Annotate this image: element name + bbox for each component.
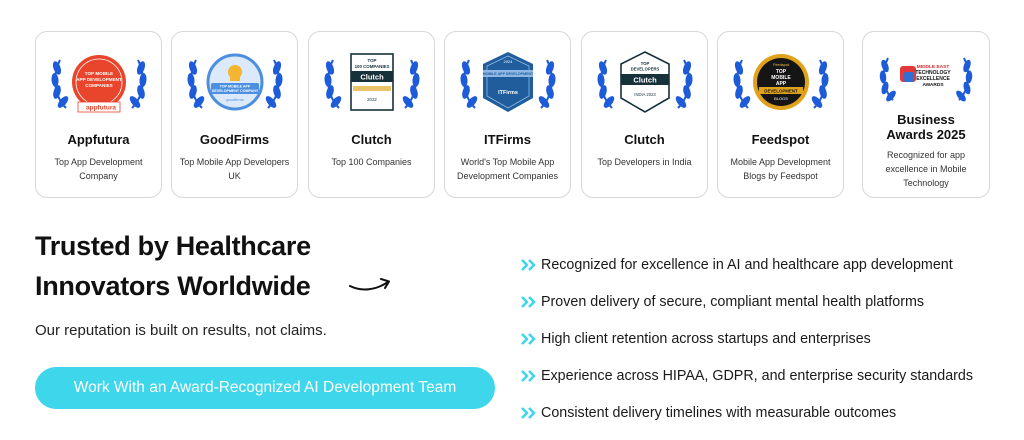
award-card-itfirms: 2024 MOBILE APP DEVELOPMENT ITFirms ITFi… [444,31,571,198]
itfirms-badge-icon: 2024 MOBILE APP DEVELOPMENT ITFirms [453,46,563,124]
svg-text:2022: 2022 [367,97,377,102]
svg-text:APP: APP [775,81,786,87]
award-card-business-awards: MIDDLE EAST TECHNOLOGY EXCELLENCE AWARDS… [862,31,990,198]
award-name: Clutch [624,132,665,147]
svg-text:DEVELOPMENT COMPANY: DEVELOPMENT COMPANY [211,89,258,93]
svg-text:TOP MOBILE APP: TOP MOBILE APP [219,85,250,89]
svg-text:TOP: TOP [640,61,649,66]
list-item-text: Recognized for excellence in AI and heal… [541,256,953,273]
svg-text:Clutch: Clutch [633,76,657,85]
list-item-text: Proven delivery of secure, compliant men… [541,293,925,310]
cta-button[interactable]: Work With an Award-Recognized AI Develop… [35,367,495,409]
svg-text:APP DEVELOPMENT: APP DEVELOPMENT [76,77,122,82]
list-item: Experience across HIPAA, GDPR, and enter… [520,357,1000,394]
svg-text:ITFirms: ITFirms [498,90,518,96]
award-name: Feedspot [751,132,810,147]
award-description: Top Developers in India [597,157,692,167]
awards-row: TOP MOBILE APP DEVELOPMENT COMPANIES app… [35,31,990,198]
award-description: Top 100 Companies [331,157,412,167]
award-name: Clutch [351,132,392,147]
award-description: Top Mobile App Developers UK [179,157,290,181]
award-name: Appfutura [67,132,130,147]
award-description: Top App Development Company [54,157,143,181]
svg-text:appfutura: appfutura [86,105,116,112]
double-chevron-right-icon [521,295,536,308]
goodfirms-badge-icon: TOP MOBILE APP DEVELOPMENT COMPANY goodf… [180,46,290,124]
tagline: Our reputation is built on results, not … [35,322,327,339]
highlights-list: Recognized for excellence in AI and heal… [520,246,1000,431]
list-item: Proven delivery of secure, compliant men… [520,283,1000,320]
curved-arrow-right-icon [349,278,390,291]
svg-text:TOP: TOP [367,58,376,63]
double-chevron-right-icon [521,369,536,382]
award-card-appfutura: TOP MOBILE APP DEVELOPMENT COMPANIES app… [35,31,162,198]
list-item-text: High client retention across startups an… [541,330,871,347]
svg-text:MOBILE: MOBILE [771,75,791,81]
svg-text:DEVELOPMENT: DEVELOPMENT [764,89,798,94]
feedspot-badge-icon: Feedspot TOP MOBILE APP DEVELOPMENT BLOG… [726,46,836,124]
svg-text:MOBILE APP DEVELOPMENT: MOBILE APP DEVELOPMENT [482,72,533,76]
svg-text:TOP: TOP [775,69,786,75]
svg-text:EXCELLENCE: EXCELLENCE [916,76,950,82]
mea-awards-badge-icon: MIDDLE EAST TECHNOLOGY EXCELLENCE AWARDS [871,44,981,108]
award-card-clutch-top100: TOP 100 COMPANIES Clutch 2022 Clutch Top… [308,31,435,198]
award-description: Recognized for app excellence in Mobile … [885,150,967,188]
svg-text:Feedspot: Feedspot [773,63,790,67]
list-item-text: Experience across HIPAA, GDPR, and enter… [541,367,974,384]
award-card-clutch-india: TOP DEVELOPERS Clutch INDIA 2023 Clutch … [581,31,708,198]
clutch-india-badge-icon: TOP DEVELOPERS Clutch INDIA 2023 [590,46,700,124]
award-description: World's Top Mobile App Development Compa… [456,157,559,181]
svg-text:COMPANIES: COMPANIES [85,83,112,88]
double-chevron-right-icon [521,406,536,419]
svg-text:AWARDS: AWARDS [922,82,944,88]
double-chevron-right-icon [521,258,536,271]
svg-text:100 COMPANIES: 100 COMPANIES [354,64,389,69]
svg-text:INDIA 2023: INDIA 2023 [634,92,656,97]
list-item: High client retention across startups an… [520,320,1000,357]
svg-text:2024: 2024 [503,59,513,64]
clutch-badge-icon: TOP 100 COMPANIES Clutch 2022 [317,46,427,124]
svg-text:BLOGS: BLOGS [774,96,788,101]
award-name: ITFirms [484,132,531,147]
svg-text:Clutch: Clutch [360,73,384,82]
svg-text:goodfirms: goodfirms [226,97,244,102]
award-name: GoodFirms [199,132,270,147]
award-card-feedspot: Feedspot TOP MOBILE APP DEVELOPMENT BLOG… [717,31,844,198]
svg-text:TECHNOLOGY: TECHNOLOGY [915,70,951,76]
svg-text:MIDDLE EAST: MIDDLE EAST [917,64,950,70]
appfutura-badge-icon: TOP MOBILE APP DEVELOPMENT COMPANIES app… [44,46,154,124]
list-item: Recognized for excellence in AI and heal… [520,246,1000,283]
list-item: Consistent delivery timelines with measu… [520,394,1000,431]
double-chevron-right-icon [521,332,536,345]
list-item-text: Consistent delivery timelines with measu… [541,404,897,421]
headline-line-1: Trusted by Healthcare [35,231,311,261]
svg-text:DEVELOPERS: DEVELOPERS [630,67,659,72]
award-name: Business Awards 2025 [886,112,966,142]
headline-line-2: Innovators Worldwide [35,271,311,301]
award-description: Mobile App Development Blogs by Feedspot [730,157,831,181]
svg-text:TOP MOBILE: TOP MOBILE [84,71,112,76]
section-headline: Trusted by Healthcare Innovators Worldwi… [35,226,375,306]
award-card-goodfirms: TOP MOBILE APP DEVELOPMENT COMPANY goodf… [171,31,298,198]
